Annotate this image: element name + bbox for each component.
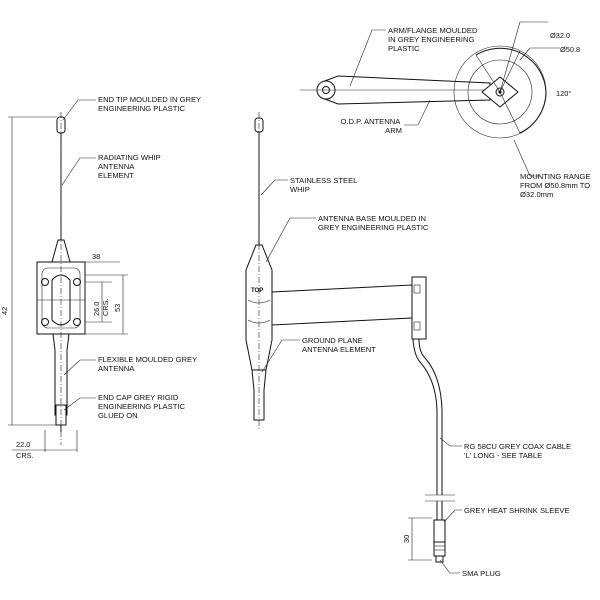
leader-ground — [261, 339, 300, 373]
label-radiating-whip: RADIATING WHIP ANTENNA ELEMENT — [98, 153, 163, 180]
sma-plug-body — [433, 541, 446, 557]
plan-arc-outer — [475, 47, 547, 93]
front-view: 42 38 26.0 CRS. 53 22.0 CRS. END TIP MOU… — [0, 95, 203, 460]
leader-whip — [61, 157, 96, 186]
heat-shrink — [433, 519, 446, 543]
leader-endcap — [63, 397, 96, 411]
bolt-hole-br — [73, 318, 81, 326]
dim-26-crs: CRS. — [101, 298, 110, 316]
label-coax: RG 58CU GREY COAX CABLE 'L' LONG - SEE T… — [464, 442, 573, 460]
coax-outer-l — [412, 338, 438, 495]
leader-mounting — [513, 139, 540, 177]
plan-dia-leader — [499, 21, 521, 93]
plan-angle-line1 — [499, 91, 521, 134]
dim-53: 53 — [113, 304, 122, 312]
leader-end-tip — [62, 99, 96, 121]
label-end-cap: END CAP GREY RIGID ENGINEERING PLASTIC G… — [98, 393, 187, 420]
dim-22-crs: CRS. — [16, 451, 34, 460]
leader-stainless — [260, 179, 288, 196]
dim-42: 42 — [0, 307, 9, 315]
coax-outer-r — [418, 338, 443, 495]
plan-arc-lower — [519, 91, 547, 134]
dim-30: 30 — [402, 535, 411, 543]
bolt-hole-tr — [73, 278, 81, 286]
plan-view: Ø32.0 Ø50.8 120° ARM/FLANGE MOULDED IN G… — [300, 21, 593, 199]
flange-slot-top — [413, 284, 421, 294]
side-view: TOP 30 — [245, 112, 573, 578]
bolt-hole-bl — [41, 318, 49, 326]
label-mounting-range: MOUNTING RANGE FROM Ø50.8mm TO Ø32.0mm — [520, 172, 593, 199]
plan-circle-32 — [467, 59, 533, 125]
sma-tip — [435, 555, 444, 563]
plan-angle-line3 — [475, 54, 501, 93]
label-flexible: FLEXIBLE MOULDED GREY ANTENNA — [98, 355, 199, 373]
leader-odp-arm — [404, 99, 431, 126]
leader-coax — [439, 437, 462, 447]
leader-arm-flange — [349, 29, 386, 87]
plan-center-hole — [495, 87, 505, 97]
plan-angle-line2 — [499, 50, 521, 93]
label-arm-flange: ARM/FLANGE MOULDED IN GREY ENGINEERING P… — [388, 26, 480, 53]
plan-dia-50-leader — [519, 47, 531, 61]
dim-dia-32: Ø32.0 — [550, 31, 570, 40]
base-body — [51, 274, 71, 326]
dim-38: 38 — [92, 252, 100, 261]
dim-22: 22.0 — [16, 440, 30, 449]
label-stainless: STAINLESS STEEL WHIP — [290, 176, 359, 194]
leader-shrink — [443, 509, 462, 523]
leader-sma — [439, 559, 460, 574]
label-end-tip: END TIP MOULDED IN GREY ENGINEERING PLAS… — [98, 95, 203, 113]
flange-slot-bot — [413, 321, 421, 331]
side-logo: TOP — [251, 288, 263, 294]
leader-base — [265, 217, 316, 263]
label-odp-arm: O.D.P. ANTENNA ARM — [341, 117, 403, 135]
dim-angle: 120° — [556, 89, 571, 98]
label-antenna-base: ANTENNA BASE MOULDED IN GREY ENGINEERING… — [318, 214, 429, 232]
label-ground-plane: GROUND PLANE ANTENNA ELEMENT — [302, 336, 376, 354]
side-arm — [271, 284, 413, 326]
bolt-hole-tl — [41, 278, 49, 286]
label-heat-shrink: GREY HEAT SHRINK SLEEVE — [464, 506, 570, 515]
leader-flex — [63, 359, 96, 376]
label-sma: SMA PLUG — [462, 569, 501, 578]
dim-dia-50: Ø50.8 — [560, 45, 580, 54]
dim-26: 26.0 — [92, 302, 101, 316]
